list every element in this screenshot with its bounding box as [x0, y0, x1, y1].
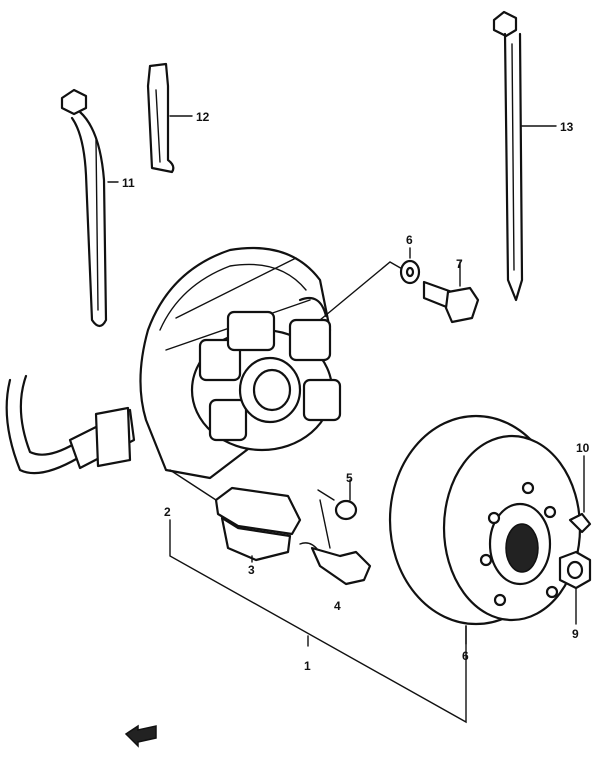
- label-part-12: 12: [196, 110, 210, 124]
- assembly-bracket-1: [169, 519, 467, 724]
- flywheel-rotor-6: [388, 414, 582, 626]
- cable-tie-13: [492, 10, 524, 302]
- wire-harness: [5, 374, 136, 475]
- label-part-11: 11: [122, 176, 135, 190]
- screw-5: [317, 479, 358, 521]
- stator-coils: [190, 310, 342, 452]
- label-part-6-flywheel: 6: [462, 649, 469, 663]
- label-part-13: 13: [560, 120, 574, 134]
- cable-tie-11: [60, 88, 108, 328]
- label-part-6-washer: 6: [406, 233, 413, 247]
- bolt-7: [422, 261, 480, 324]
- clamp-12: [146, 62, 175, 174]
- label-part-10: 10: [576, 441, 590, 455]
- label-part-3: 3: [248, 563, 255, 577]
- label-part-5: 5: [346, 471, 353, 485]
- label-part-1: 1: [304, 659, 311, 673]
- label-part-4: 4: [334, 599, 341, 613]
- leader-lines: [107, 115, 557, 645]
- arrow-left-icon: [124, 724, 157, 748]
- plate-4: [299, 499, 372, 586]
- washer-6: [399, 247, 421, 285]
- leader-stator-6: [319, 261, 405, 321]
- label-part-9: 9: [572, 627, 579, 641]
- nut-9: [558, 550, 592, 625]
- pickup-coil-3: [169, 469, 302, 562]
- label-part-7: 7: [456, 257, 463, 271]
- label-part-2: 2: [164, 505, 171, 519]
- key-10: [568, 455, 592, 534]
